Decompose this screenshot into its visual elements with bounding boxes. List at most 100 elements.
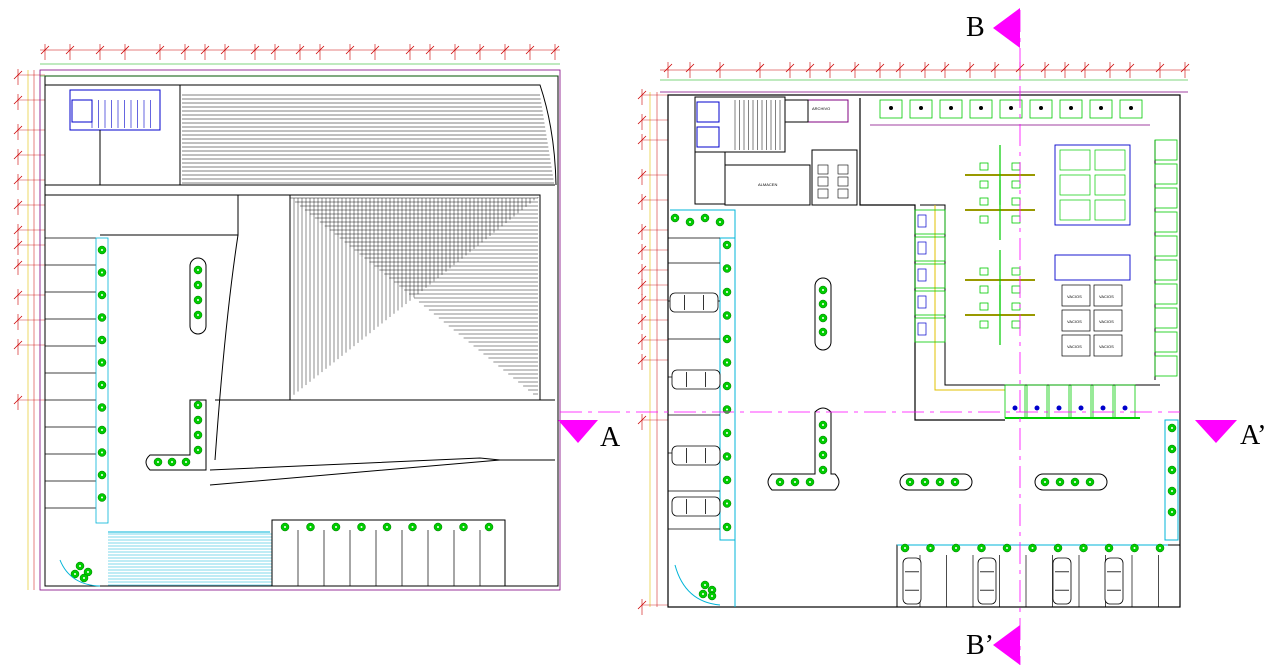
car-icon [1052,557,1072,605]
car-icon [671,445,721,466]
left-parking-stalls [44,237,96,525]
section-label-b-prime: B’ [966,630,994,661]
office-room [1154,331,1178,353]
planter-island [905,477,960,487]
left-tree-row-vertical [97,245,107,502]
desk-icon [879,99,903,119]
office-room [914,236,946,262]
office-room [914,317,946,343]
corner-tree-cluster [70,561,93,583]
right-top-dimension-line [660,62,1190,78]
left-tree-row-horizontal [280,522,494,532]
desk-icon [1119,99,1143,119]
office-room [1154,139,1178,161]
left-stair-hatching [91,100,151,128]
left-top-dimension-line [40,44,560,65]
office-room [1154,187,1178,209]
planter-island [153,400,203,467]
room-label-toilets: VACIOS [1067,294,1082,299]
planter-island [818,285,828,337]
car-icon [902,557,922,605]
desk-icon [1059,99,1083,119]
office-room [914,263,946,289]
office-room [1114,384,1136,419]
office-room [1154,235,1178,257]
car-icon [669,292,719,313]
desk-icon [969,99,993,119]
parked-cars-left [669,292,721,517]
chair-icon [1011,215,1021,224]
section-label-a: A [600,422,621,453]
left-column-offices [914,209,946,343]
section-label-a-prime: A’ [1240,420,1267,451]
left-side-dimension-line [13,69,45,590]
left-roof-hatching-triangle [289,197,539,398]
parked-cars-bottom [902,557,1124,605]
desk-icon [1089,99,1113,119]
left-plan [13,44,561,591]
section-arrow-a-left [558,420,598,443]
room-label-toilets: VACIOS [1067,319,1082,324]
right-tree-row-horizontal [900,543,1165,553]
ramp-hatching [108,533,272,586]
chair-icon [979,302,989,311]
office-room [1154,307,1178,329]
car-icon [1104,557,1124,605]
chair-icon [979,285,989,294]
office-room [1154,163,1178,185]
car-icon [977,557,997,605]
bottom-office-strip [1004,384,1140,419]
chair-icon [1011,267,1021,276]
office-room [1154,259,1178,281]
chair-icon [979,162,989,171]
car-icon [671,369,721,390]
desk-icon [939,99,963,119]
planter-island [193,265,203,320]
office-room [1004,384,1026,419]
right-column-offices [1154,139,1178,377]
chair-icon [1011,320,1021,329]
right-plan: ALMACEN ARCHIVO VACIOS VACIOS VACIOS VACIOS… [637,62,1190,615]
desk-row-top [870,99,1150,126]
section-arrow-a-right [1195,420,1237,443]
left-roof-hatching-top [182,94,555,184]
section-label-b: B [966,12,985,43]
right-stair-hatching [734,100,781,150]
toilet-fixtures [817,164,849,199]
right-tree-row-edge [1167,423,1177,517]
room-label-toilets: VACIOS [1099,294,1114,299]
planter-island [775,420,828,487]
desk-icon [1029,99,1053,119]
office-room [1092,384,1114,419]
office-room [1154,283,1178,305]
room-label-toilets: VACIOS [1067,344,1082,349]
bottom-parking-stalls [271,530,481,586]
room-label-toilets: VACIOS [1099,344,1114,349]
chair-icon [979,215,989,224]
desk-icon [909,99,933,119]
car-icon [671,496,721,517]
chair-icon [1011,180,1021,189]
office-room [914,209,946,235]
office-room [1048,384,1070,419]
chair-icon [979,320,989,329]
room-label-store: ALMACEN [758,182,777,187]
chair-icon [979,180,989,189]
chair-icon [1011,285,1021,294]
chair-icon [1011,162,1021,171]
chair-icon [1011,197,1021,206]
right-tree-row-vertical [670,213,732,532]
office-room [1026,384,1048,419]
section-lines [560,10,1180,665]
section-arrow-b-bottom [993,625,1020,665]
right-side-dimension-line [637,89,668,615]
desk-icon [999,99,1023,119]
planter-island [1040,477,1095,487]
office-room [914,290,946,316]
room-label-archive: ARCHIVO [812,106,830,111]
chair-icon [979,267,989,276]
chair-icon [979,197,989,206]
chair-icon [1011,302,1021,311]
